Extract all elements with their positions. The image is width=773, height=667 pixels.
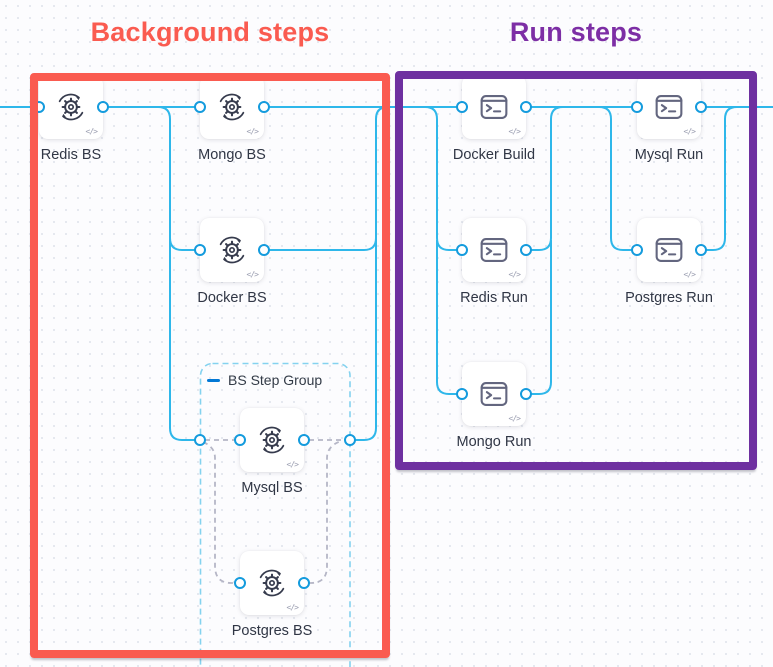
node-postgres-bs[interactable]: </> xyxy=(240,551,304,615)
code-glyph: </> xyxy=(683,270,696,279)
code-glyph: </> xyxy=(246,127,259,136)
run-step-icon xyxy=(480,238,508,262)
port[interactable] xyxy=(694,100,707,113)
port[interactable] xyxy=(233,433,246,446)
port[interactable] xyxy=(233,576,246,589)
node-label-redis-run: Redis Run xyxy=(460,290,528,306)
dashed-edges xyxy=(202,439,345,584)
node-label-mongo-run: Mongo Run xyxy=(456,434,532,450)
code-glyph: </> xyxy=(286,460,299,469)
code-glyph: </> xyxy=(683,127,696,136)
node-label-mysql-bs: Mysql BS xyxy=(241,480,303,496)
code-glyph: </> xyxy=(508,127,521,136)
node-mysql-bs[interactable]: </> xyxy=(240,408,304,472)
node-mysql-run[interactable]: </> xyxy=(637,75,701,139)
port[interactable] xyxy=(257,243,270,256)
background-step-icon xyxy=(219,236,245,264)
code-glyph: </> xyxy=(246,270,259,279)
node-label-postgres-bs: Postgres BS xyxy=(231,623,313,639)
port[interactable] xyxy=(455,387,468,400)
port[interactable] xyxy=(297,433,310,446)
port[interactable] xyxy=(193,433,206,446)
bs-step-group-boundary xyxy=(199,362,351,667)
code-glyph: </> xyxy=(508,414,521,423)
port[interactable] xyxy=(630,100,643,113)
port[interactable] xyxy=(297,576,310,589)
collapse-icon[interactable] xyxy=(207,378,220,382)
port[interactable] xyxy=(193,100,206,113)
node-label-mongo-bs: Mongo BS xyxy=(198,147,266,163)
run-steps-title: Run steps xyxy=(509,17,643,47)
run-step-icon xyxy=(480,95,508,119)
background-step-icon xyxy=(58,93,84,121)
run-step-icon xyxy=(480,382,508,406)
port[interactable] xyxy=(257,100,270,113)
port[interactable] xyxy=(455,100,468,113)
port[interactable] xyxy=(193,243,206,256)
port[interactable] xyxy=(32,100,45,113)
node-label-docker-bs: Docker BS xyxy=(197,290,267,306)
port[interactable] xyxy=(519,243,532,256)
port[interactable] xyxy=(694,243,707,256)
port[interactable] xyxy=(96,100,109,113)
background-step-icon xyxy=(219,93,245,121)
node-label-postgres-run: Postgres Run xyxy=(625,290,713,306)
port[interactable] xyxy=(519,387,532,400)
node-mongo-run[interactable]: </> xyxy=(462,362,526,426)
code-glyph: </> xyxy=(85,127,98,136)
node-label-mysql-run: Mysql Run xyxy=(634,147,704,163)
node-docker-bs[interactable]: </> xyxy=(200,218,264,282)
code-glyph: </> xyxy=(508,270,521,279)
node-postgres-run[interactable]: </> xyxy=(637,218,701,282)
run-step-icon xyxy=(655,95,683,119)
background-step-icon xyxy=(259,426,285,454)
bs-step-group-header: BS Step Group xyxy=(207,372,322,388)
run-step-icon xyxy=(655,238,683,262)
node-mongo-bs[interactable]: </> xyxy=(200,75,264,139)
port[interactable] xyxy=(630,243,643,256)
port[interactable] xyxy=(343,433,356,446)
code-glyph: </> xyxy=(286,603,299,612)
node-docker-build[interactable]: </> xyxy=(462,75,526,139)
bs-step-group-label: BS Step Group xyxy=(228,372,323,388)
background-step-icon xyxy=(259,569,285,597)
port[interactable] xyxy=(455,243,468,256)
node-redis-run[interactable]: </> xyxy=(462,218,526,282)
port[interactable] xyxy=(519,100,532,113)
node-label-redis-bs: Redis BS xyxy=(40,147,102,163)
node-label-docker-build: Docker Build xyxy=(452,147,536,163)
node-redis-bs[interactable]: </> xyxy=(39,75,103,139)
background-steps-title: Background steps xyxy=(90,17,330,47)
